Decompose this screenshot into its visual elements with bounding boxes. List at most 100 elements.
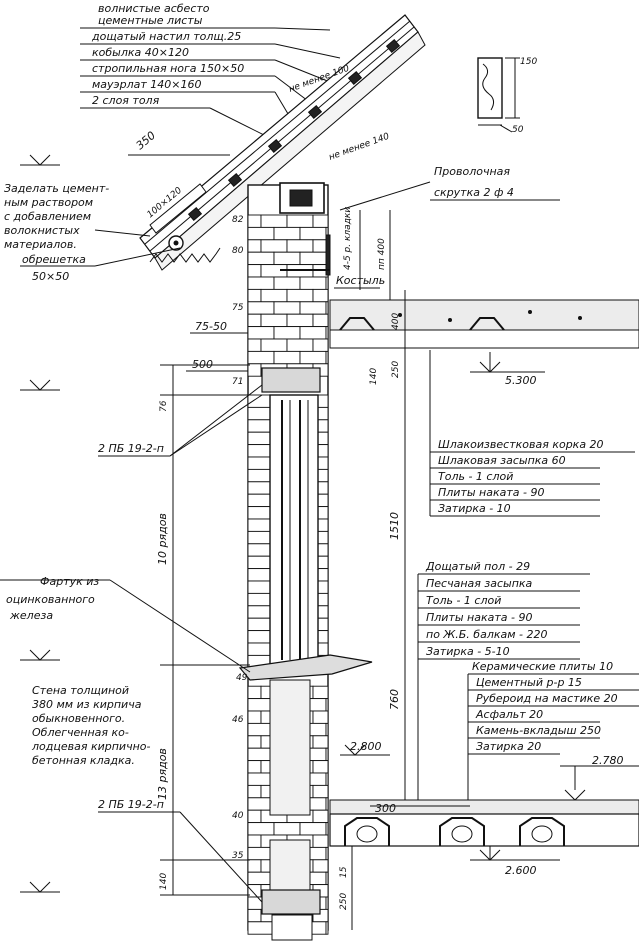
brick xyxy=(325,698,329,712)
brick xyxy=(299,301,327,315)
level-markers-left xyxy=(20,154,60,893)
rafter-dim-50: 50 xyxy=(512,125,524,135)
first-floor-slab: 300 15 250 xyxy=(329,799,639,930)
brick xyxy=(299,251,327,266)
brick xyxy=(317,406,329,421)
brick xyxy=(273,226,301,241)
brick xyxy=(317,419,329,433)
dim-13-rows: 13 рядов xyxy=(156,748,169,800)
brick xyxy=(325,846,329,861)
brick xyxy=(247,276,275,290)
brick xyxy=(317,530,329,545)
dim-300: 300 xyxy=(375,802,396,815)
lintel-upper-label: 2 ПБ 19-2-п xyxy=(98,442,164,455)
brick xyxy=(247,493,271,508)
brick xyxy=(286,313,314,328)
brick xyxy=(325,722,329,737)
brick xyxy=(299,822,327,836)
brick xyxy=(247,444,271,458)
course-35: 35 xyxy=(232,851,244,861)
wall-note-line-3: обыкновенного. xyxy=(32,712,125,725)
floor1-spec-2: Цементный р-р 15 xyxy=(476,676,582,689)
brick xyxy=(312,710,329,724)
brick xyxy=(247,543,271,557)
brick xyxy=(325,350,329,365)
brick xyxy=(286,214,314,228)
brick xyxy=(247,301,275,315)
roof-spec-line-1: волнистые асбесто xyxy=(98,2,210,15)
brick xyxy=(247,735,262,749)
left-note-line-1: Заделать цемент- xyxy=(4,182,109,195)
elevation-2600-label: 2.600 xyxy=(505,864,537,877)
wall-note-line-6: бетонная кладка. xyxy=(32,754,135,767)
brick xyxy=(325,921,329,935)
brick xyxy=(299,226,327,241)
brick xyxy=(299,276,327,290)
floor1-spec-6: Затирка 20 xyxy=(476,740,541,753)
elevation-5300-label: 5.300 xyxy=(505,374,537,387)
brick xyxy=(273,251,301,266)
brick xyxy=(247,822,275,836)
dim-760: 760 xyxy=(388,689,401,710)
brick xyxy=(312,214,329,228)
roof-spec-line-5: стропильная нога 150×50 xyxy=(92,62,244,75)
dim-4-5-rows: 4-5 р. кладки xyxy=(343,207,353,270)
attic-spec-5: Затирка - 10 xyxy=(438,502,511,515)
floor1-spec-table: Керамические плиты 10 Цементный р-р 15 Р… xyxy=(467,660,639,800)
floor2-spec-4: Плиты наката - 90 xyxy=(426,611,532,624)
brick xyxy=(247,239,262,253)
floor1-spec-4: Асфальт 20 xyxy=(475,708,543,721)
brick xyxy=(247,481,271,495)
brick xyxy=(260,313,288,328)
roof-spec-line-7: 2 слоя толя xyxy=(92,94,160,107)
dim-76: 76 xyxy=(159,400,169,412)
brick xyxy=(247,506,271,520)
brick xyxy=(273,822,301,836)
dim-400: 400 xyxy=(391,313,401,330)
left-note-line-3: с добавлением xyxy=(4,210,91,223)
brick xyxy=(247,251,275,266)
brick xyxy=(317,481,329,495)
brick xyxy=(312,338,329,352)
brick xyxy=(273,276,301,290)
brick xyxy=(247,908,262,923)
roof-assembly: 100×120 350 xyxy=(128,14,426,271)
floor2-spec-3: Толь - 1 слой xyxy=(426,594,501,607)
flashing-line-2: оцинкованного xyxy=(6,593,95,606)
brick xyxy=(312,735,329,749)
brick xyxy=(312,313,329,328)
brick xyxy=(312,685,329,700)
brick xyxy=(312,760,329,774)
brick xyxy=(260,214,288,228)
elevation-2780: 2.780 xyxy=(560,754,639,801)
floor2-spec-1: Дощатый пол - 29 xyxy=(425,560,530,573)
brick xyxy=(325,896,329,910)
brick xyxy=(247,326,275,340)
roof-spec-table: волнистые асбесто цементные листы дощаты… xyxy=(80,2,341,149)
brick xyxy=(317,543,329,557)
flashing-line-3: железа xyxy=(9,609,53,622)
brick xyxy=(317,555,329,570)
brick xyxy=(247,468,271,483)
left-note-line-2: ным раствором xyxy=(4,196,93,209)
brick xyxy=(325,772,329,786)
brick xyxy=(247,226,275,241)
floor2-spec-2: Песчаная засыпка xyxy=(426,577,533,590)
wall-note: Стена толщиной 380 мм из кирпича обыкнов… xyxy=(31,684,150,767)
dim-10-rows: 10 рядов xyxy=(156,513,169,565)
elevation-5300: 5.300 xyxy=(470,352,545,387)
course-40: 40 xyxy=(232,811,244,821)
bracket-note: Костыль 4-5 р. кладки пп 400 xyxy=(280,207,391,300)
dim-250-bottom: 250 xyxy=(339,893,349,910)
elevation-2780-label: 2.780 xyxy=(592,754,624,767)
label-not-less-140: не менее 140 xyxy=(328,132,391,163)
wire-twist-note: Проволочная скрутка 2 ф 4 xyxy=(339,165,560,211)
course-71: 71 xyxy=(232,377,243,387)
bracket-label: Костыль xyxy=(336,274,385,287)
brick xyxy=(247,710,262,724)
floor1-spec-3: Рубероид на мастике 20 xyxy=(476,692,618,705)
brick xyxy=(247,617,271,632)
wall-note-line-2: 380 мм из кирпича xyxy=(32,698,142,711)
brick xyxy=(247,419,271,433)
brick xyxy=(286,239,314,253)
